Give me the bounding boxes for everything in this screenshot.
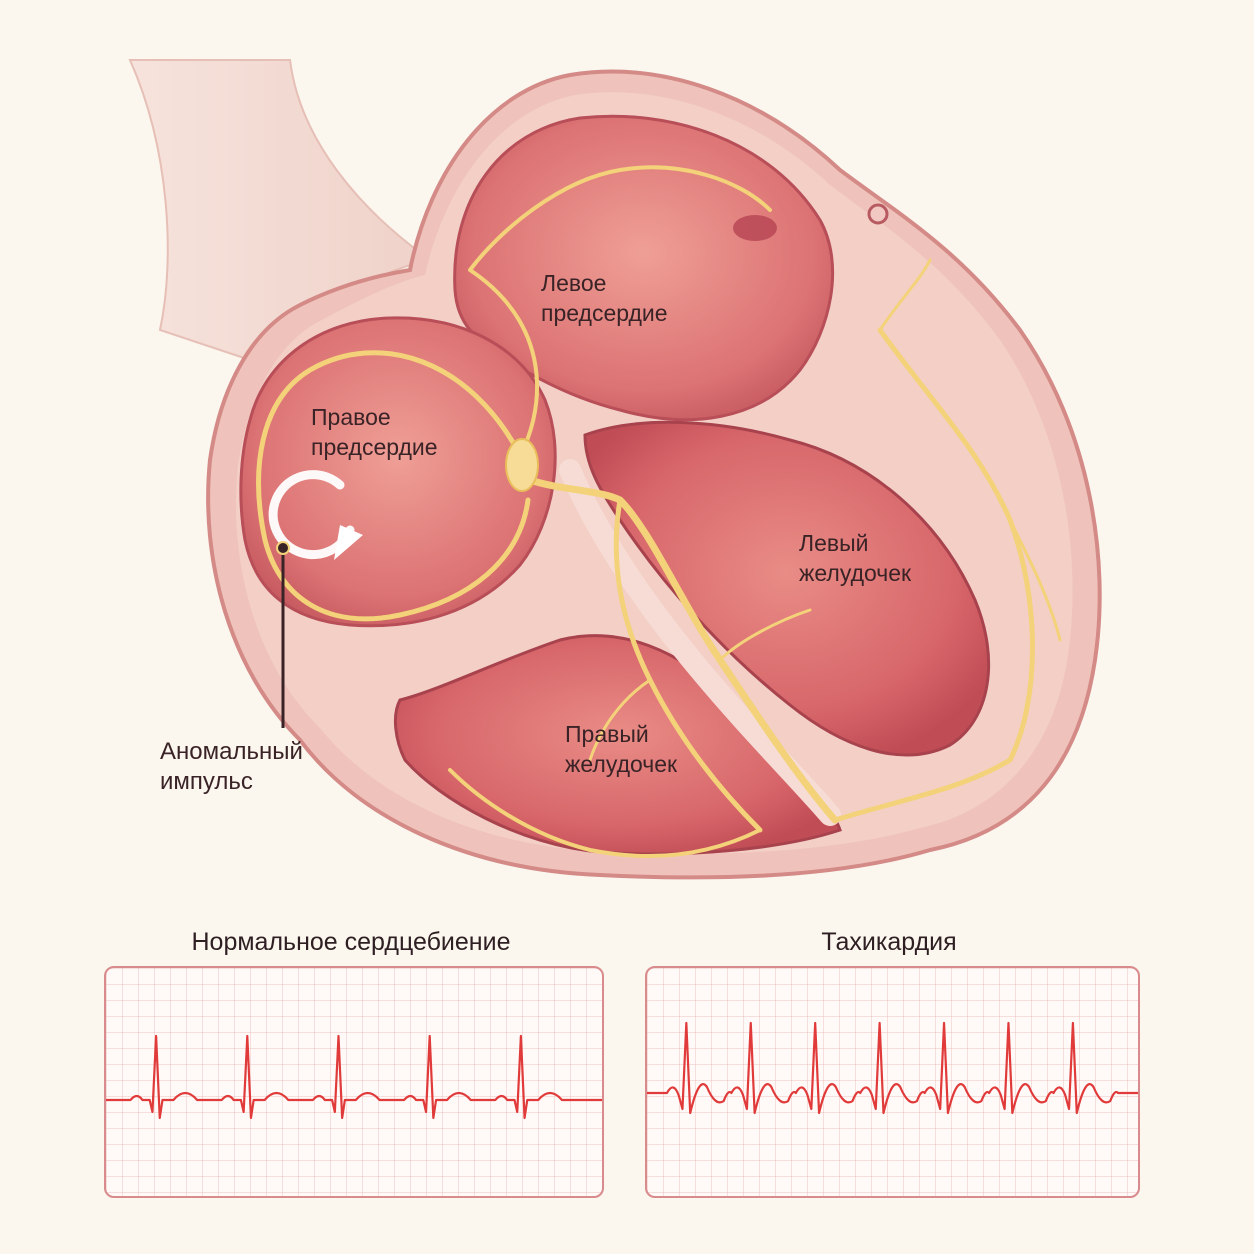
pulmonary-vein-opening (733, 215, 777, 241)
label-abnormal-impulse-line-1: Аномальный (160, 737, 303, 767)
label-right-atrium: Правое предсердие (311, 402, 438, 462)
ekg-tachycardia-trace (647, 968, 1138, 1196)
ekg-tachycardia-title: Тахикардия (821, 928, 956, 957)
label-left-atrium: Левое предсердие (541, 268, 668, 328)
label-abnormal-impulse-line-2: импульс (160, 767, 303, 797)
label-left-atrium-line-1: Левое (541, 268, 668, 298)
ekg-normal-title: Нормальное сердцебиение (192, 928, 511, 957)
av-node (506, 439, 538, 491)
label-right-ventricle: Правый желудочек (565, 719, 677, 779)
label-right-ventricle-line-1: Правый (565, 719, 677, 749)
ekg-tachycardia-line (647, 1023, 1138, 1113)
label-left-ventricle-line-2: желудочек (799, 558, 911, 588)
label-left-ventricle: Левый желудочек (799, 528, 911, 588)
label-left-ventricle-line-1: Левый (799, 528, 911, 558)
ekg-normal-line (106, 1036, 602, 1118)
ekg-normal-panel (104, 966, 604, 1198)
label-right-ventricle-line-2: желудочек (565, 749, 677, 779)
ekg-tachycardia-panel (645, 966, 1140, 1198)
vessel-opening (869, 205, 887, 223)
ekg-normal-trace (106, 968, 602, 1196)
label-right-atrium-line-2: предсердие (311, 432, 438, 462)
label-right-atrium-line-1: Правое (311, 402, 438, 432)
abnormal-impulse-pointer-dot (277, 542, 289, 554)
label-left-atrium-line-2: предсердие (541, 298, 668, 328)
label-abnormal-impulse: Аномальный импульс (160, 737, 303, 797)
